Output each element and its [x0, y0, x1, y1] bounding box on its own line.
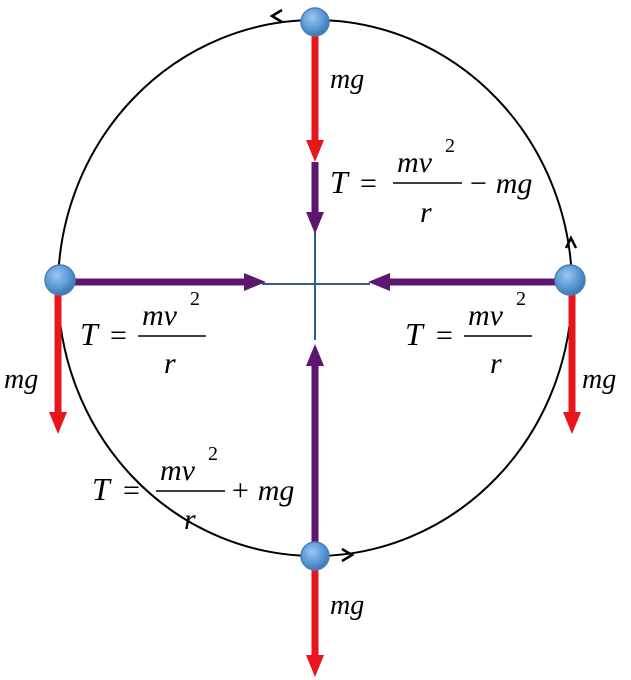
equation-top: T = mv 2 r − mg: [330, 135, 532, 229]
gravity-arrow-bottom: [306, 560, 324, 677]
equation-bottom: T = mv 2 r + mg: [92, 443, 294, 536]
fraction-exponent: 2: [208, 443, 218, 465]
equals-sign: =: [436, 319, 453, 352]
fraction-denominator: r: [420, 196, 432, 229]
weight-label-bottom: mg: [330, 590, 364, 621]
ball-left: [44, 264, 76, 296]
direction-arrow-top: [269, 8, 283, 24]
fraction-numerator: mv: [142, 299, 178, 332]
ball-right: [554, 264, 586, 296]
fraction-denominator: r: [490, 347, 502, 380]
tension-symbol: T: [92, 471, 112, 507]
weight-label-right: mg: [582, 364, 616, 395]
gravity-arrow-top: [306, 30, 324, 162]
fraction-exponent: 2: [190, 288, 200, 310]
tension-symbol: T: [330, 164, 350, 200]
tension-arrow-bottom: [306, 344, 324, 555]
tension-symbol: T: [405, 316, 425, 352]
fraction-numerator: mv: [397, 146, 433, 179]
equation-right: T = mv 2 r: [405, 288, 532, 380]
equation-suffix: + mg: [230, 474, 294, 507]
fraction-exponent: 2: [445, 135, 455, 157]
direction-arrow-bottom: [341, 547, 355, 563]
equation-suffix: − mg: [468, 167, 532, 200]
gravity-arrow-right: [563, 282, 581, 434]
equation-left: T = mv 2 r: [80, 288, 206, 380]
tension-arrow-right: [368, 273, 568, 291]
tension-arrow-left: [62, 273, 266, 291]
center-cross: [262, 232, 370, 340]
weight-label-top: mg: [330, 64, 364, 95]
equals-sign: =: [110, 319, 127, 352]
fraction-denominator: r: [184, 503, 196, 536]
fraction-exponent: 2: [516, 288, 526, 310]
weight-label-left: mg: [4, 364, 38, 395]
tension-arrow-top: [306, 162, 324, 234]
direction-arrow-right: [564, 235, 578, 249]
tension-symbol: T: [80, 316, 100, 352]
fraction-numerator: mv: [468, 299, 504, 332]
equals-sign: =: [123, 474, 140, 507]
fraction-numerator: mv: [160, 454, 196, 487]
equals-sign: =: [360, 167, 377, 200]
ball-bottom: [300, 541, 330, 571]
ball-top: [300, 7, 330, 37]
gravity-arrow-left: [49, 282, 67, 434]
fraction-denominator: r: [164, 347, 176, 380]
